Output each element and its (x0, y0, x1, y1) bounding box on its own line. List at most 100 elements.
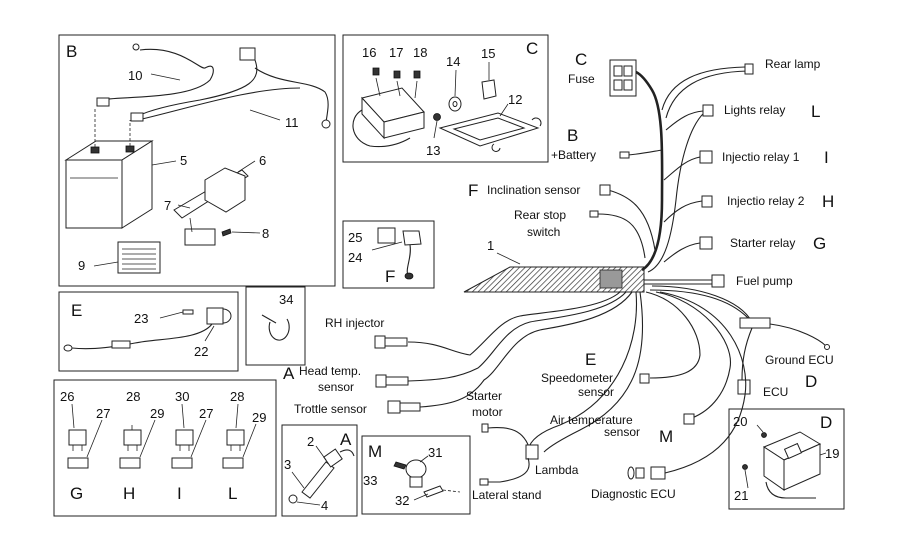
num-18: 18 (413, 45, 427, 60)
fuel-pump-connector (711, 274, 725, 288)
trottle-connector (387, 400, 401, 414)
box-b-battery: B (58, 34, 336, 287)
ground-ecu-label: Ground ECU (765, 353, 834, 367)
box-f-inclination: 25 24 F (342, 220, 435, 289)
lateral-stand-connector (479, 478, 489, 486)
relay-25 (377, 227, 396, 244)
box-f-letter: F (385, 267, 395, 286)
seal-32 (423, 485, 444, 498)
fuel-pump-label: Fuel pump (736, 274, 793, 288)
lights-relay-connector (702, 104, 714, 117)
num-27b: 27 (199, 406, 213, 421)
lambda-label: Lambda (535, 463, 579, 477)
box-a-head-temp: A 2 3 4 (281, 424, 358, 517)
screw-21 (742, 464, 748, 470)
num-31: 31 (428, 445, 442, 460)
num-16: 16 (362, 45, 376, 60)
relay-l (222, 429, 245, 469)
air-temp-sensor (405, 459, 427, 488)
lights-relay-label: Lights relay (724, 103, 785, 117)
num-19: 19 (825, 446, 839, 461)
battery-part (64, 108, 154, 229)
ecu-letter: D (805, 372, 817, 391)
lateral-stand-label: Lateral stand (472, 488, 541, 502)
fuse-tray-12 (438, 112, 542, 152)
starter-motor-label-2: motor (472, 405, 503, 419)
box-e-letter: E (71, 301, 82, 320)
battery-label: +Battery (551, 148, 596, 162)
num-17: 17 (389, 45, 403, 60)
label-sticker (117, 241, 161, 274)
num-11: 11 (285, 115, 299, 130)
sensor-24 (402, 230, 422, 246)
inclination-connector (599, 184, 611, 196)
harness-labels: C Fuse Rear lamp Lights relay L B +Batte… (283, 50, 834, 502)
fuse-letter: C (575, 50, 587, 69)
battery-letter: B (567, 126, 578, 145)
box-c-letter: C (526, 39, 538, 58)
relay-h (119, 429, 142, 469)
fuse-17 (393, 70, 401, 79)
screw-13 (433, 113, 441, 121)
box-d-letter: D (820, 413, 832, 432)
starter-motor-terminal (481, 423, 489, 433)
injectio-relay-2-connector (701, 195, 713, 208)
box-relays: 26 27 28 29 30 27 28 29 G H I L (53, 379, 277, 517)
screw-8 (221, 228, 232, 237)
num-27a: 27 (96, 406, 110, 421)
rear-lamp-label: Rear lamp (765, 57, 821, 71)
rh-injector-label: RH injector (325, 316, 384, 330)
num-10: 10 (128, 68, 142, 83)
ecu-label: ECU (763, 385, 788, 399)
screw-20 (761, 432, 767, 438)
relay-letter-h: H (123, 484, 135, 503)
num-20: 20 (733, 414, 747, 429)
num-14: 14 (446, 54, 460, 69)
ecu-unit-19 (762, 431, 822, 499)
injectio-relay-1-connector (699, 150, 713, 164)
box-b-letter: B (66, 42, 77, 61)
ground-ecu-terminal (824, 344, 830, 350)
battery-bracket (173, 167, 249, 246)
clip-15 (481, 79, 497, 100)
num-34: 34 (279, 292, 293, 307)
lights-relay-letter: L (811, 102, 820, 121)
air-temp-label-1: Air temperature (550, 413, 633, 427)
num-6: 6 (259, 153, 266, 168)
washer-4 (288, 494, 298, 504)
diagnostic-ecu-label: Diagnostic ECU (591, 487, 676, 501)
num-7: 7 (164, 198, 171, 213)
screw-23 (182, 309, 194, 315)
num-4: 4 (321, 498, 328, 513)
lambda-connector (525, 444, 539, 460)
relay-letter-i: I (177, 484, 182, 503)
diagnostic-ecu-connector (650, 466, 666, 480)
air-temp-connector (683, 413, 695, 425)
starter-motor-label-1: Starter (466, 389, 502, 403)
num-33: 33 (363, 473, 377, 488)
fuse-16 (372, 67, 380, 76)
air-temp-label-2: sensor (604, 425, 640, 439)
speed-sensor-22 (63, 307, 232, 352)
num-25: 25 (348, 230, 362, 245)
num-8: 8 (262, 226, 269, 241)
box-34-cable-tie: 34 (245, 286, 306, 366)
starter-relay-label: Starter relay (730, 236, 795, 250)
battery-cables (96, 43, 331, 129)
num-1: 1 (487, 238, 494, 253)
num-29b: 29 (252, 410, 266, 425)
box-m-letter: M (368, 442, 382, 461)
num-2: 2 (307, 434, 314, 449)
num-26: 26 (60, 389, 74, 404)
fuse-label: Fuse (568, 72, 595, 86)
num-24: 24 (348, 250, 362, 265)
num-5: 5 (180, 153, 187, 168)
relay-letter-g: G (70, 484, 83, 503)
injectio-relay-1-letter: I (824, 148, 829, 167)
speedometer-label-1: Speedometer (541, 371, 613, 385)
starter-relay-connector (699, 236, 713, 250)
num-23: 23 (134, 311, 148, 326)
num-30: 30 (175, 389, 189, 404)
main-harness: 1 (374, 59, 830, 486)
